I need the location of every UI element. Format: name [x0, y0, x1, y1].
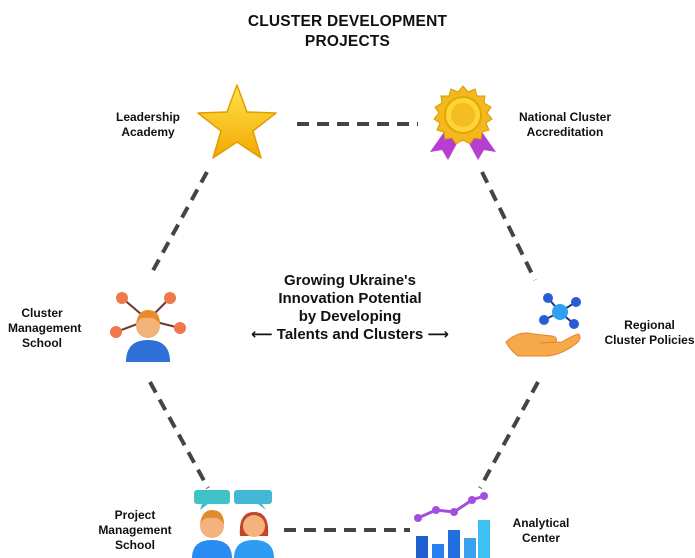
label-analytical-center: Analytical Center [510, 516, 572, 546]
cluster-school-line-3: School [21, 336, 62, 350]
center-line-2: Innovation Potential [278, 290, 422, 307]
center-line-3: by Developing [298, 308, 402, 325]
label-national-cluster-accreditation: National Cluster Accreditation [510, 110, 620, 140]
accreditation-line-2: Accreditation [526, 125, 604, 139]
connector-bottom-right [478, 381, 540, 489]
leadership-line-2: Academy [121, 125, 175, 139]
policies-line-1: Regional [624, 318, 675, 332]
policies-line-2: Cluster Policies [604, 333, 695, 347]
network-person-icon [110, 292, 186, 362]
connector-bottom-left [148, 381, 210, 489]
label-leadership-academy: Leadership Academy [113, 110, 183, 140]
title-line-1: CLUSTER DEVELOPMENT [247, 13, 448, 30]
medal-icon [430, 85, 496, 160]
analytical-line-1: Analytical [512, 516, 570, 530]
center-line-1: Growing Ukraine's [284, 272, 416, 289]
project-school-line-2: Management [98, 523, 172, 537]
label-project-management-school: Project Management School [95, 508, 175, 553]
title-line-2: PROJECTS [304, 33, 391, 50]
connector-top-left [148, 171, 209, 277]
people-chat-icon [192, 490, 274, 558]
label-regional-cluster-policies: Regional Cluster Policies [602, 318, 695, 348]
accreditation-line-1: National Cluster [518, 110, 611, 124]
hand-molecule-icon [505, 293, 581, 357]
star-icon [197, 84, 277, 159]
center-message: Growing Ukraine's Innovation Potential b… [235, 272, 465, 344]
connector-top-right [480, 171, 537, 281]
center-line-4: ⟵ Talents and Clusters ⟶ [251, 326, 449, 343]
analytical-line-2: Center [521, 531, 560, 545]
cluster-school-line-1: Cluster [21, 306, 63, 320]
label-cluster-management-school: Cluster Management School [8, 306, 82, 351]
bar-chart-icon [414, 492, 490, 558]
project-school-line-1: Project [114, 508, 156, 522]
leadership-line-1: Leadership [115, 110, 181, 124]
diagram-title: CLUSTER DEVELOPMENT PROJECTS [0, 12, 695, 52]
project-school-line-3: School [114, 538, 155, 552]
cluster-school-line-2: Management [8, 321, 82, 335]
